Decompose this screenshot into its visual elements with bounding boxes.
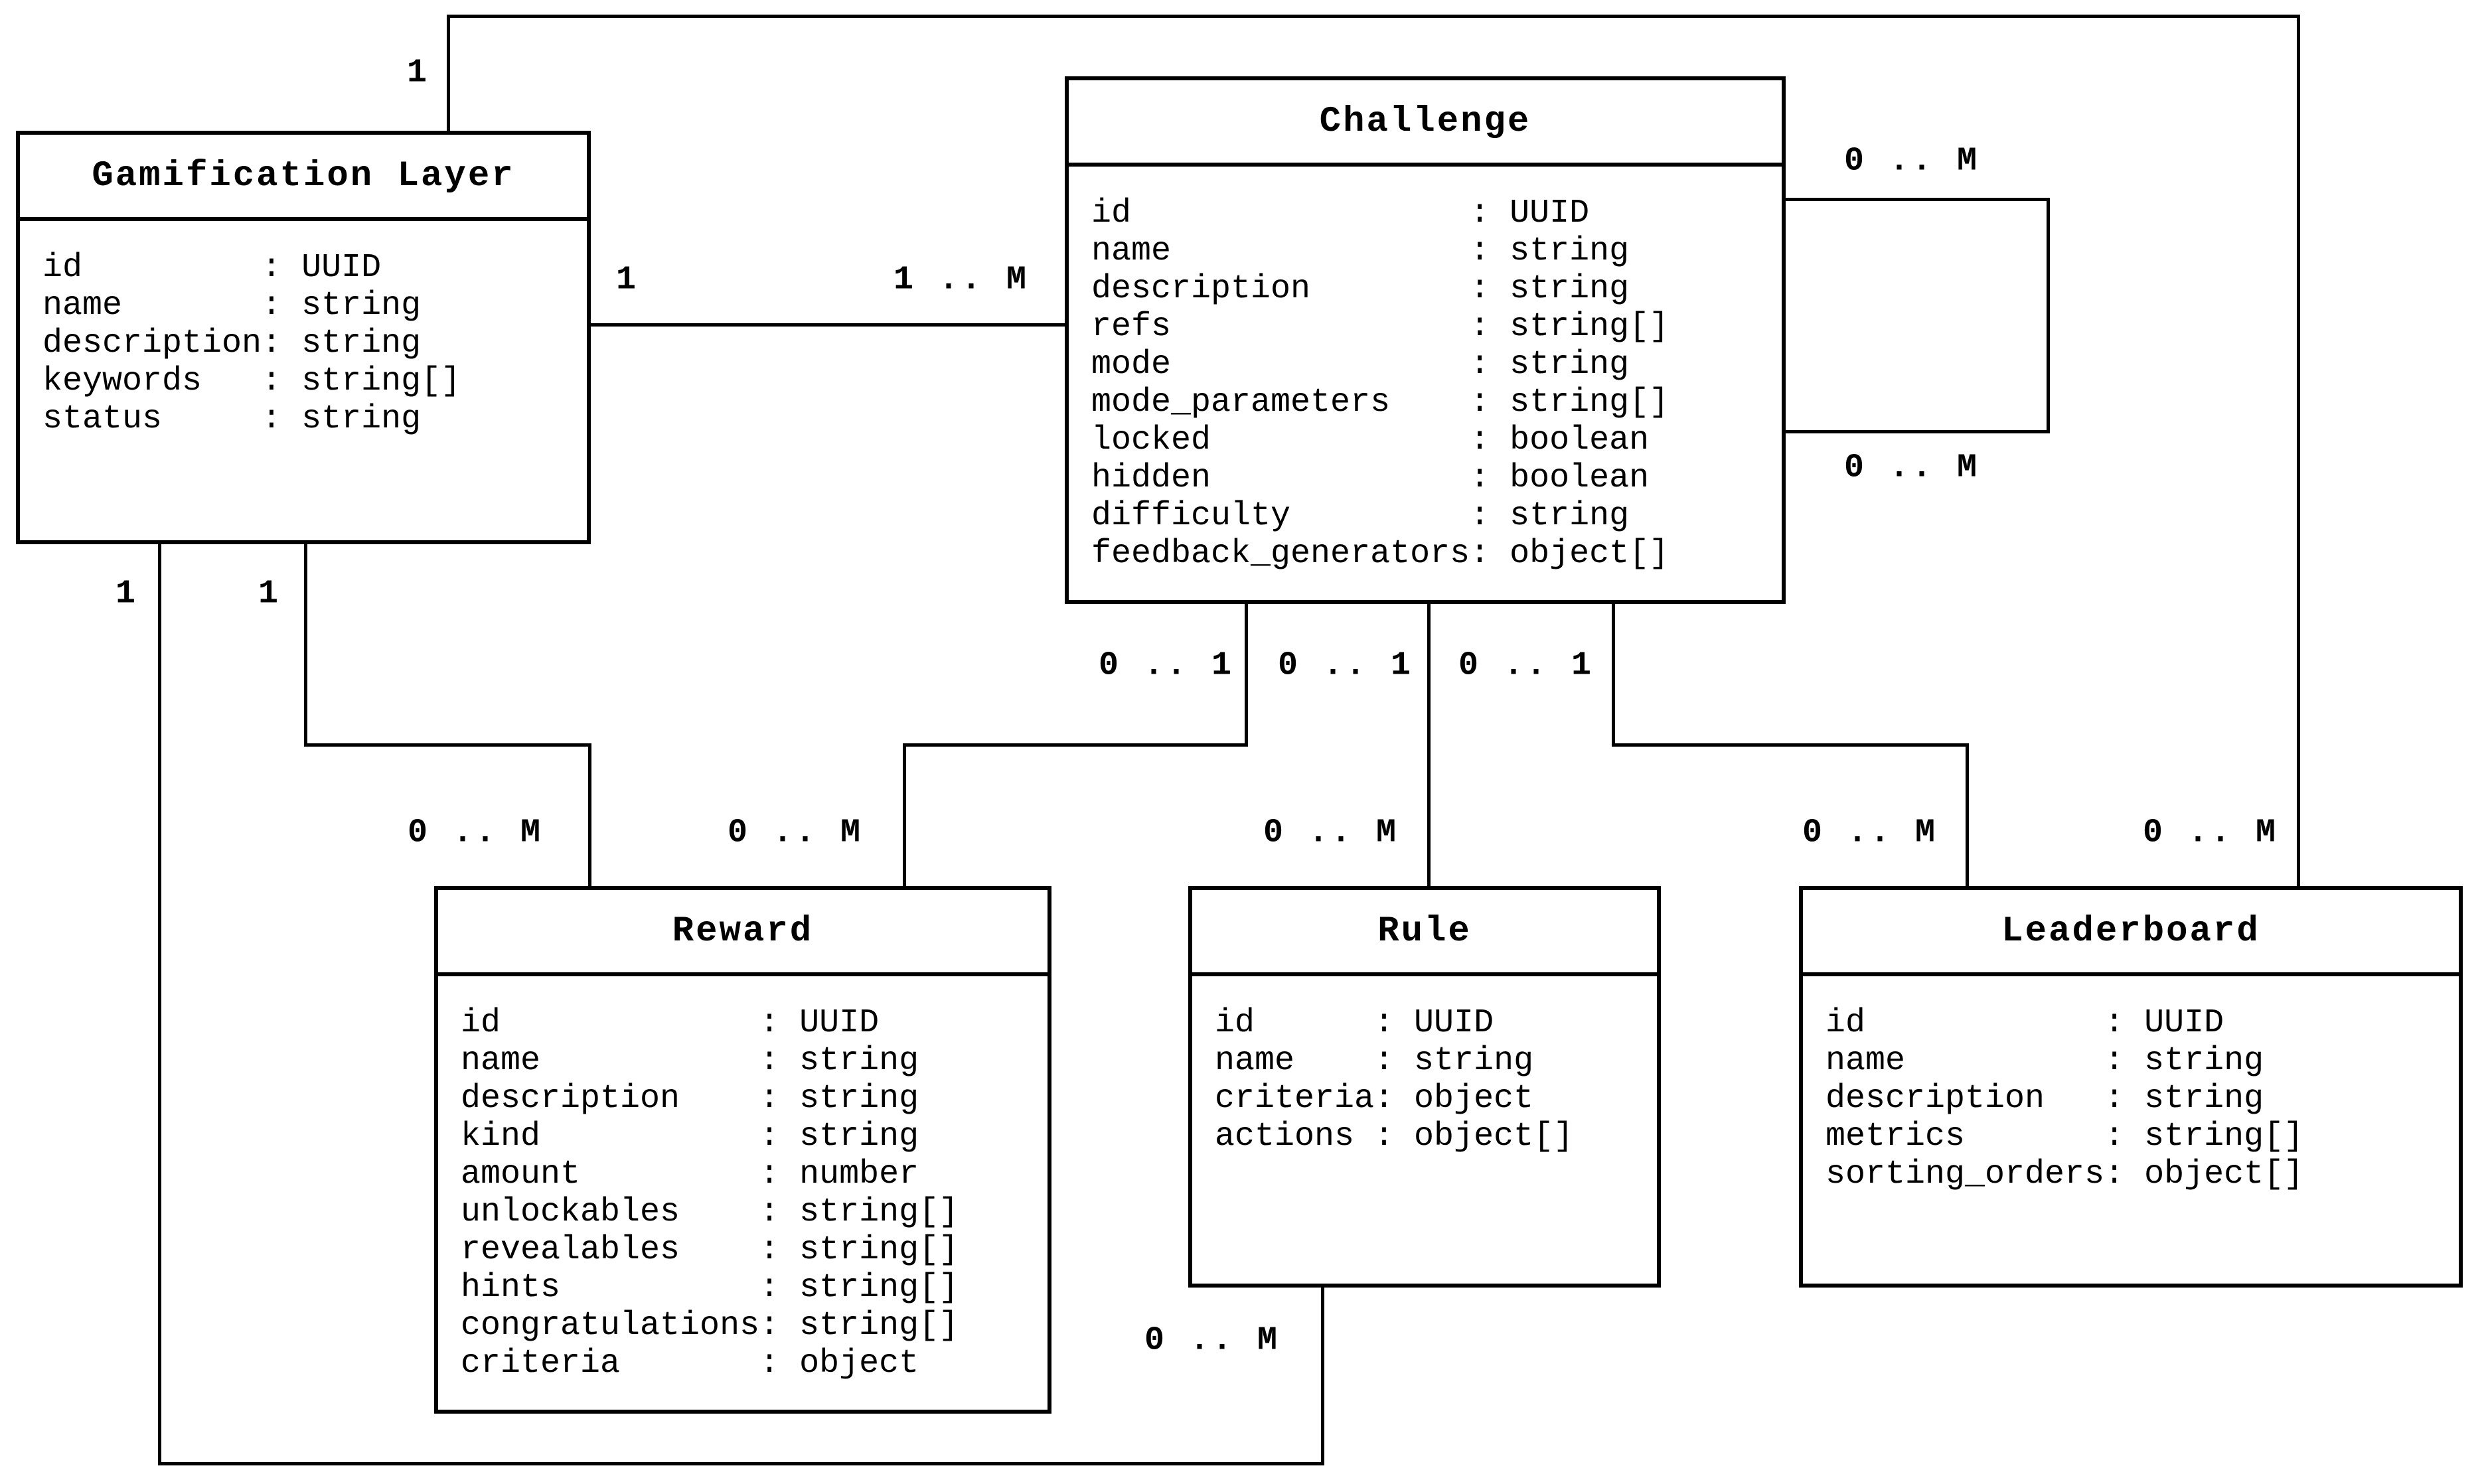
attribute-row: revealables : string[] — [461, 1231, 959, 1269]
attribute-row: metrics : string[] — [1825, 1118, 2304, 1155]
attribute-row: id : UUID — [1825, 1004, 2224, 1042]
attribute-row: hints : string[] — [461, 1269, 959, 1307]
multiplicity-label: 0 .. M — [1140, 1321, 1284, 1360]
attribute-row: id : UUID — [1091, 194, 1590, 232]
attribute-row: refs : string[] — [1091, 308, 1669, 346]
connector-segment — [158, 543, 161, 1465]
connector-segment — [1784, 198, 2050, 201]
connector-segment — [1612, 603, 1615, 747]
attribute-row: feedback_generators: object[] — [1091, 535, 1669, 573]
multiplicity-label: 1 — [611, 261, 643, 299]
connector-segment — [2047, 198, 2050, 433]
attribute-row: amount : number — [461, 1155, 919, 1193]
attribute-row: name : string — [1091, 232, 1630, 270]
multiplicity-label: 1 — [402, 54, 434, 92]
entity-title: Rule — [1192, 890, 1657, 976]
connector-segment — [1321, 1286, 1324, 1465]
attribute-row: description: string — [42, 325, 422, 362]
attribute-row: difficulty : string — [1091, 497, 1630, 535]
multiplicity-label: 0 .. M — [1259, 814, 1403, 852]
connector-segment — [1612, 743, 1969, 747]
entity-title: Gamification Layer — [20, 135, 587, 221]
connector-segment — [2297, 15, 2300, 886]
connector-segment — [903, 743, 1248, 747]
attribute-row: status : string — [42, 400, 422, 438]
multiplicity-label: 0 .. M — [2138, 814, 2283, 852]
attribute-row: congratulations: string[] — [461, 1307, 959, 1345]
connector-segment — [903, 743, 906, 888]
attribute-row: description : string — [1825, 1080, 2264, 1118]
connector-segment — [304, 543, 307, 747]
connector-segment — [1427, 603, 1431, 888]
connector-segment — [158, 1462, 1324, 1465]
attribute-row: mode_parameters : string[] — [1091, 384, 1669, 421]
attribute-row: criteria: object — [1215, 1080, 1534, 1118]
attribute-row: id : UUID — [42, 249, 382, 287]
attribute-row: keywords : string[] — [42, 362, 461, 400]
attribute-row: name : string — [1825, 1042, 2264, 1080]
attribute-row: criteria : object — [461, 1345, 919, 1382]
entity-title: Challenge — [1069, 80, 1782, 167]
multiplicity-label: 0 .. 1 — [1454, 646, 1598, 685]
attribute-row: name : string — [1215, 1042, 1534, 1080]
attribute-row: kind : string — [461, 1118, 919, 1155]
attribute-row: description : string — [1091, 270, 1630, 308]
attribute-row: unlockables : string[] — [461, 1193, 959, 1231]
multiplicity-label: 0 .. 1 — [1273, 646, 1418, 685]
connector-segment — [589, 323, 1065, 327]
connector-segment — [1784, 430, 2050, 433]
entity-title: Reward — [438, 890, 1048, 976]
connector-segment — [1966, 743, 1969, 888]
multiplicity-label: 1 — [254, 575, 285, 613]
entity-title: Leaderboard — [1803, 890, 2459, 976]
attribute-row: actions : object[] — [1215, 1118, 1574, 1155]
multiplicity-label: 0 .. M — [1839, 142, 1984, 181]
connector-segment — [588, 743, 591, 888]
multiplicity-label: 0 .. M — [1839, 449, 1984, 487]
multiplicity-label: 1 — [111, 575, 143, 613]
connector-segment — [304, 743, 591, 747]
attribute-row: locked : boolean — [1091, 421, 1650, 459]
attribute-row: id : UUID — [1215, 1004, 1494, 1042]
connector-segment — [447, 15, 2300, 18]
multiplicity-label: 0 .. 1 — [1094, 646, 1239, 685]
attribute-row: id : UUID — [461, 1004, 880, 1042]
connector-segment — [447, 15, 450, 134]
connector-segment — [1245, 603, 1248, 747]
attribute-row: mode : string — [1091, 346, 1630, 384]
attribute-row: name : string — [461, 1042, 919, 1080]
attribute-row: description : string — [461, 1080, 919, 1118]
multiplicity-label: 0 .. M — [723, 814, 868, 852]
attribute-row: hidden : boolean — [1091, 459, 1650, 497]
attribute-row: sorting_orders: object[] — [1825, 1155, 2304, 1193]
multiplicity-label: 0 .. M — [1798, 814, 1942, 852]
multiplicity-label: 0 .. M — [403, 814, 548, 852]
attribute-row: name : string — [42, 287, 422, 325]
multiplicity-label: 1 .. M — [889, 261, 1034, 299]
